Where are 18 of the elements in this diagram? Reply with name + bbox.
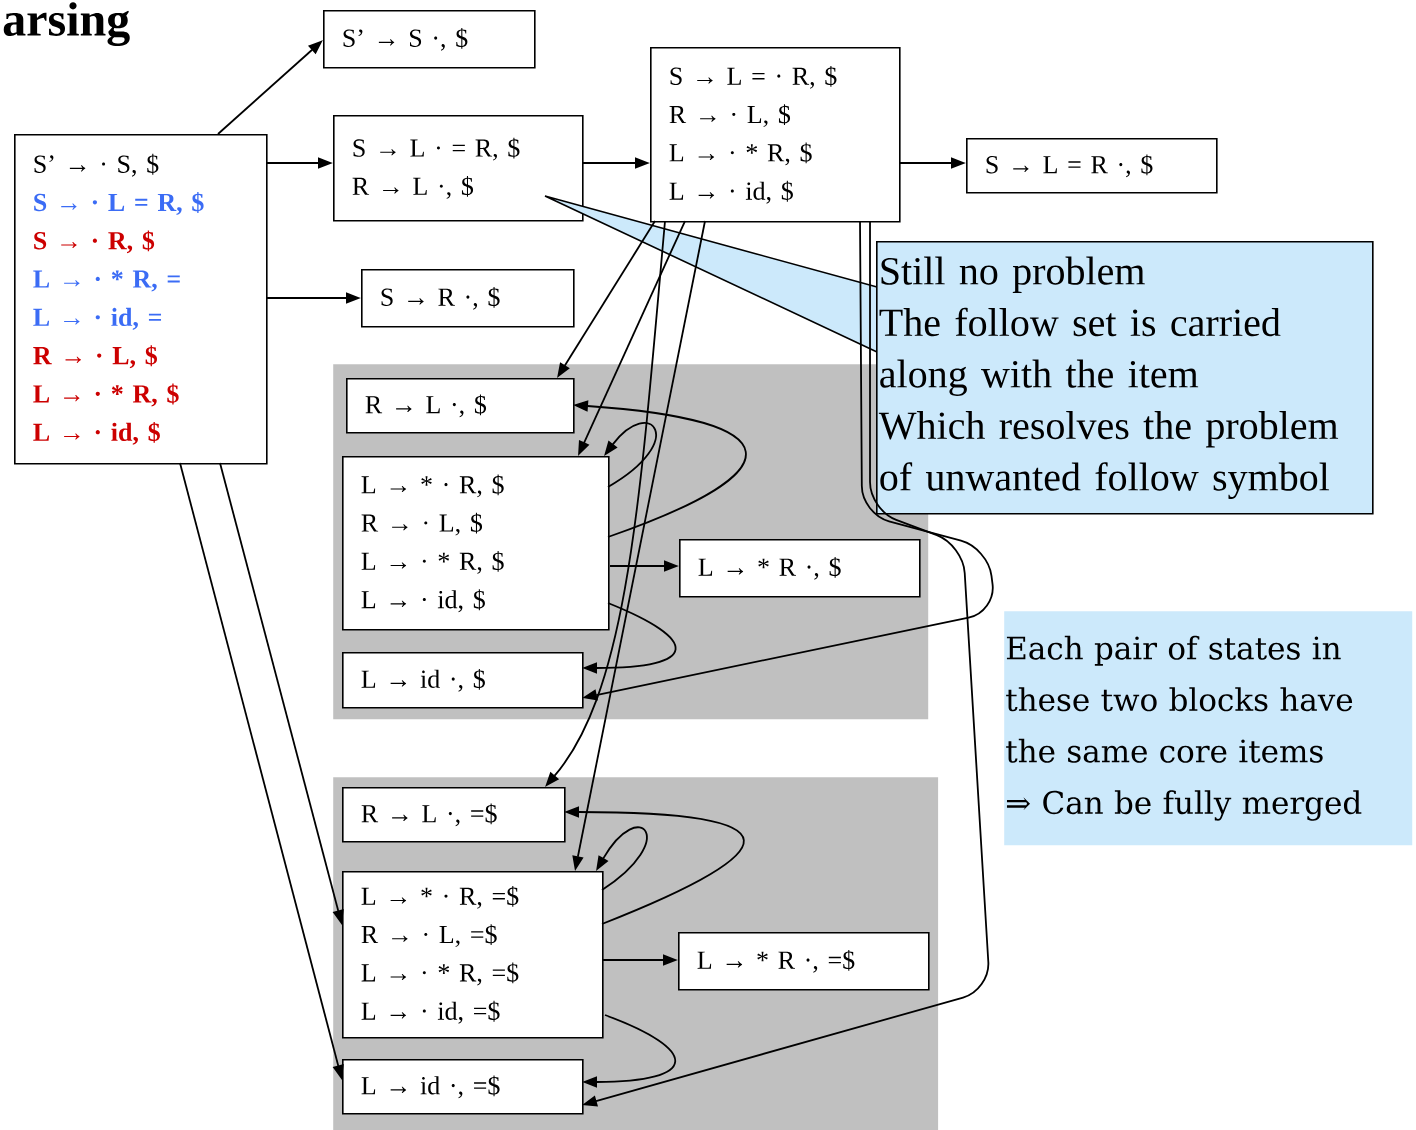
state-box: L → * R ·, =$ <box>678 932 930 991</box>
state-box: L → * · R, $ R → · L, $ L → · * R, $ L → · id, $ <box>342 456 610 631</box>
state-box: L → * R ·, $ <box>679 539 921 598</box>
state-box: L → * · R, =$ R → · L, =$ L → · * R, =$ L → · id, =$ <box>342 871 604 1039</box>
arrow <box>596 826 648 891</box>
title: arsing <box>3 2 130 47</box>
state-box: S’ → · S, $ S → · L = R, $ S → · R, $ L → · * R, = L → · id, = R → · L, $ L → · * R, $ L → · id, $ <box>14 134 268 465</box>
state-box: L → id ·, =$ <box>342 1059 584 1115</box>
state-box: S → L = · R, $ R → · L, $ L → · * R, $ L → · id, $ <box>650 47 901 223</box>
arrow <box>604 422 657 488</box>
state-box: R → L ·, =$ <box>342 787 566 843</box>
state-box: S → L · = R, $ R → L ·, $ <box>333 115 584 222</box>
state-box: S’ → S ·, $ <box>323 10 536 69</box>
state-box: S → R ·, $ <box>361 269 575 328</box>
note-box: Each pair of states in these two blocks have the same core items ⇒ Can be fully merged <box>1004 611 1413 846</box>
state-box: R → L ·, $ <box>346 378 575 434</box>
state-box: L → id ·, $ <box>342 652 584 709</box>
state-box: S → L = R ·, $ <box>966 138 1218 194</box>
